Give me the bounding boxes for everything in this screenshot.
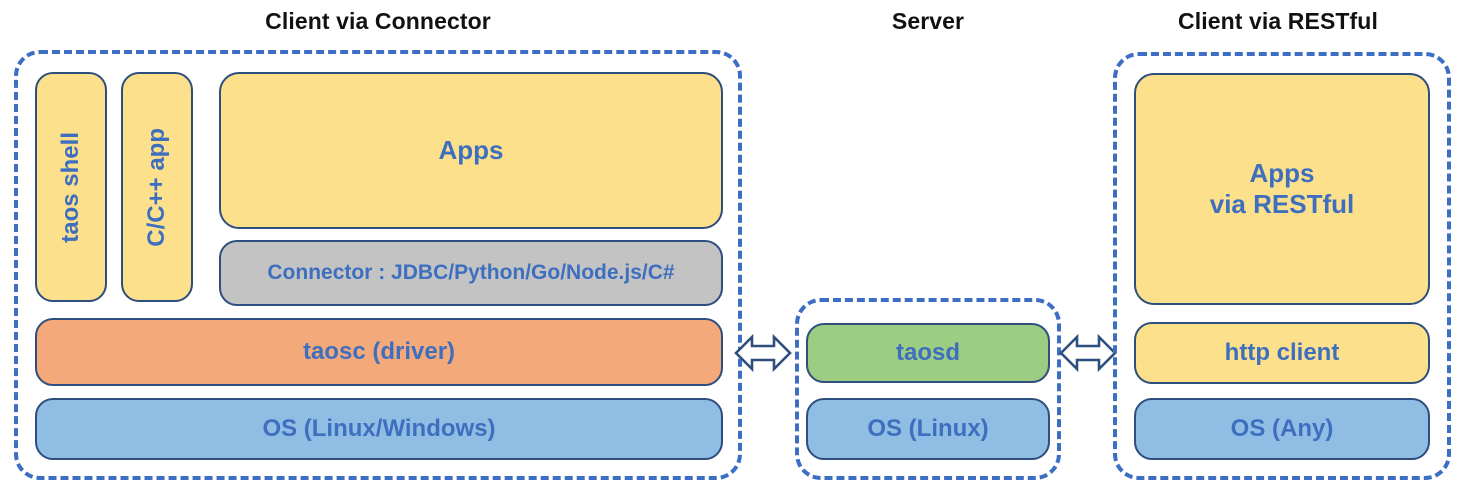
box-connector-list-label: Connector : JDBC/Python/Go/Node.js/C#	[267, 260, 675, 284]
box-os-linux-windows-label: OS (Linux/Windows)	[262, 414, 496, 442]
box-c-cpp-app-label: C/C++ app	[142, 127, 170, 247]
box-apps-restful[interactable]: Apps via RESTful	[1134, 73, 1430, 305]
box-taosd[interactable]: taosd	[806, 323, 1050, 383]
box-os-any-label: OS (Any)	[1230, 414, 1334, 442]
group-server	[795, 298, 1061, 480]
box-os-linux-label: OS (Linux)	[867, 414, 989, 442]
box-taosc-driver[interactable]: taosc (driver)	[35, 318, 723, 386]
double-arrow-left-to-server	[734, 330, 792, 376]
box-taosc-driver-label: taosc (driver)	[302, 337, 456, 365]
box-os-any[interactable]: OS (Any)	[1134, 398, 1430, 460]
box-http-client-label: http client	[1224, 338, 1340, 366]
section-title-client-connector: Client via Connector	[265, 8, 491, 34]
section-title-server: Server	[891, 8, 965, 34]
box-taos-shell[interactable]: taos shell	[35, 72, 107, 302]
box-connector-list[interactable]: Connector : JDBC/Python/Go/Node.js/C#	[219, 240, 723, 306]
box-http-client[interactable]: http client	[1134, 322, 1430, 384]
box-os-linux[interactable]: OS (Linux)	[806, 398, 1050, 460]
box-c-cpp-app[interactable]: C/C++ app	[121, 72, 193, 302]
box-os-linux-windows[interactable]: OS (Linux/Windows)	[35, 398, 723, 460]
double-arrow-server-to-right	[1059, 330, 1117, 376]
box-taosd-label: taosd	[895, 338, 960, 366]
box-apps-connector[interactable]: Apps	[219, 72, 723, 229]
group-client-connector	[14, 50, 742, 480]
box-apps-connector-label: Apps	[438, 135, 504, 166]
group-client-restful	[1113, 52, 1451, 480]
section-title-client-restful: Client via RESTful	[1178, 8, 1378, 34]
box-taos-shell-label: taos shell	[56, 131, 84, 243]
box-apps-restful-label-line2: via RESTful	[1209, 189, 1355, 219]
box-apps-restful-label-line1: Apps	[1249, 158, 1315, 189]
